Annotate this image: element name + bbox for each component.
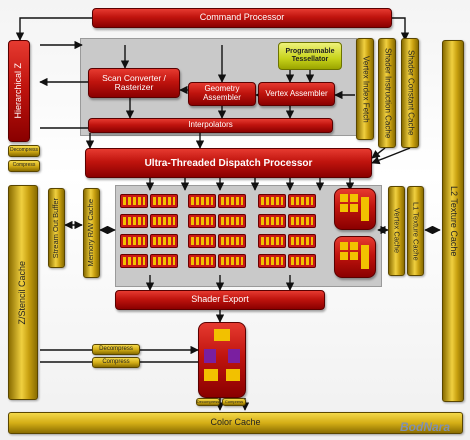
programmable-tessellator: Programmable Tessellator (278, 42, 342, 70)
shader-export: Shader Export (115, 290, 325, 310)
command-processor: Command Processor (92, 8, 392, 28)
watermark: BodNara (400, 420, 451, 434)
command-processor-label: Command Processor (199, 12, 285, 23)
compress-left-label: Compress (12, 162, 36, 169)
shader-instruction-cache-label: Shader Instruction Cache (383, 47, 393, 139)
shader-constant-cache: Shader Constant Cache (401, 38, 419, 148)
vertex-index-fetch-label: Vertex Index Fetch (361, 55, 371, 123)
tessellator-label: Programmable Tessellator (285, 48, 335, 63)
render-backend (198, 322, 246, 398)
hierarchical-z-label: Hierarchical Z (13, 63, 24, 119)
l1-texture-cache: L1 Texture Cache (407, 186, 424, 276)
vertex-assembler: Vertex Assembler (258, 82, 335, 106)
texture-unit-top (334, 188, 376, 230)
compress-small: Compress (222, 398, 246, 406)
simd-core (258, 234, 286, 248)
simd-core (120, 234, 148, 248)
ultra-threaded-dispatch-processor: Ultra-Threaded Dispatch Processor (85, 148, 372, 178)
shader-constant-cache-label: Shader Constant Cache (406, 50, 416, 136)
vertex-assembler-label: Vertex Assembler (265, 88, 328, 98)
stream-out-buffer: Stream Out Buffer (48, 188, 65, 268)
simd-core (258, 214, 286, 228)
simd-core (188, 214, 216, 228)
l2-texture-cache-label: L2 Texture Cache (448, 185, 459, 257)
vertex-cache-label: Vertex Cache (392, 208, 402, 254)
simd-core (288, 254, 316, 268)
simd-array (118, 192, 323, 274)
z-stencil-cache-label: Z/Stencil Cache (17, 260, 28, 325)
dispatch-processor-label: Ultra-Threaded Dispatch Processor (144, 157, 313, 169)
compress-mid-label: Compress (102, 359, 130, 366)
simd-core (150, 254, 178, 268)
simd-core (120, 254, 148, 268)
vertex-cache: Vertex Cache (388, 186, 405, 276)
simd-core (288, 194, 316, 208)
decompress-mid: Decompress (92, 344, 140, 355)
simd-core (218, 214, 246, 228)
simd-core (218, 254, 246, 268)
simd-core (188, 234, 216, 248)
geometry-assembler-label: Geometry Assembler (203, 84, 241, 102)
simd-core (150, 214, 178, 228)
simd-core (188, 254, 216, 268)
scan-converter-label: Scan Converter / Rasterizer (102, 72, 166, 92)
simd-core (258, 254, 286, 268)
l2-texture-cache: L2 Texture Cache (442, 40, 464, 402)
l1-texture-cache-label: L1 Texture Cache (411, 201, 421, 261)
simd-core (258, 194, 286, 208)
decompress-small-label: Decompress (196, 398, 220, 404)
shader-export-label: Shader Export (191, 294, 249, 305)
color-cache: Color Cache (8, 412, 463, 434)
memory-rw-cache-label: Memory R/W Cache (86, 199, 96, 267)
geometry-assembler: Geometry Assembler (188, 82, 256, 106)
simd-core (288, 234, 316, 248)
simd-core (150, 194, 178, 208)
memory-rw-cache: Memory R/W Cache (83, 188, 100, 278)
simd-core (150, 234, 178, 248)
simd-core (188, 194, 216, 208)
texture-unit-icon (340, 242, 369, 269)
decompress-small: Decompress (196, 398, 220, 406)
interpolators-label: Interpolators (188, 120, 233, 130)
compress-mid: Compress (92, 357, 140, 368)
vertex-index-fetch: Vertex Index Fetch (356, 38, 374, 140)
decompress-left: Decompress (8, 145, 40, 157)
decompress-mid-label: Decompress (99, 346, 133, 353)
stream-out-buffer-label: Stream Out Buffer (51, 197, 61, 259)
render-backend-icon (204, 329, 240, 381)
shader-instruction-cache: Shader Instruction Cache (378, 38, 396, 148)
color-cache-label: Color Cache (210, 417, 261, 428)
interpolators: Interpolators (88, 118, 333, 133)
simd-core (218, 234, 246, 248)
z-stencil-cache: Z/Stencil Cache (8, 185, 38, 400)
compress-left: Compress (8, 160, 40, 172)
simd-core (288, 214, 316, 228)
simd-core (120, 214, 148, 228)
simd-core (120, 194, 148, 208)
scan-converter-rasterizer: Scan Converter / Rasterizer (88, 68, 180, 98)
texture-unit-bottom (334, 236, 376, 278)
texture-unit-icon (340, 194, 369, 221)
decompress-left-label: Decompress (9, 147, 39, 154)
hierarchical-z: Hierarchical Z (8, 40, 30, 142)
compress-small-label: Compress (224, 398, 244, 404)
simd-core (218, 194, 246, 208)
